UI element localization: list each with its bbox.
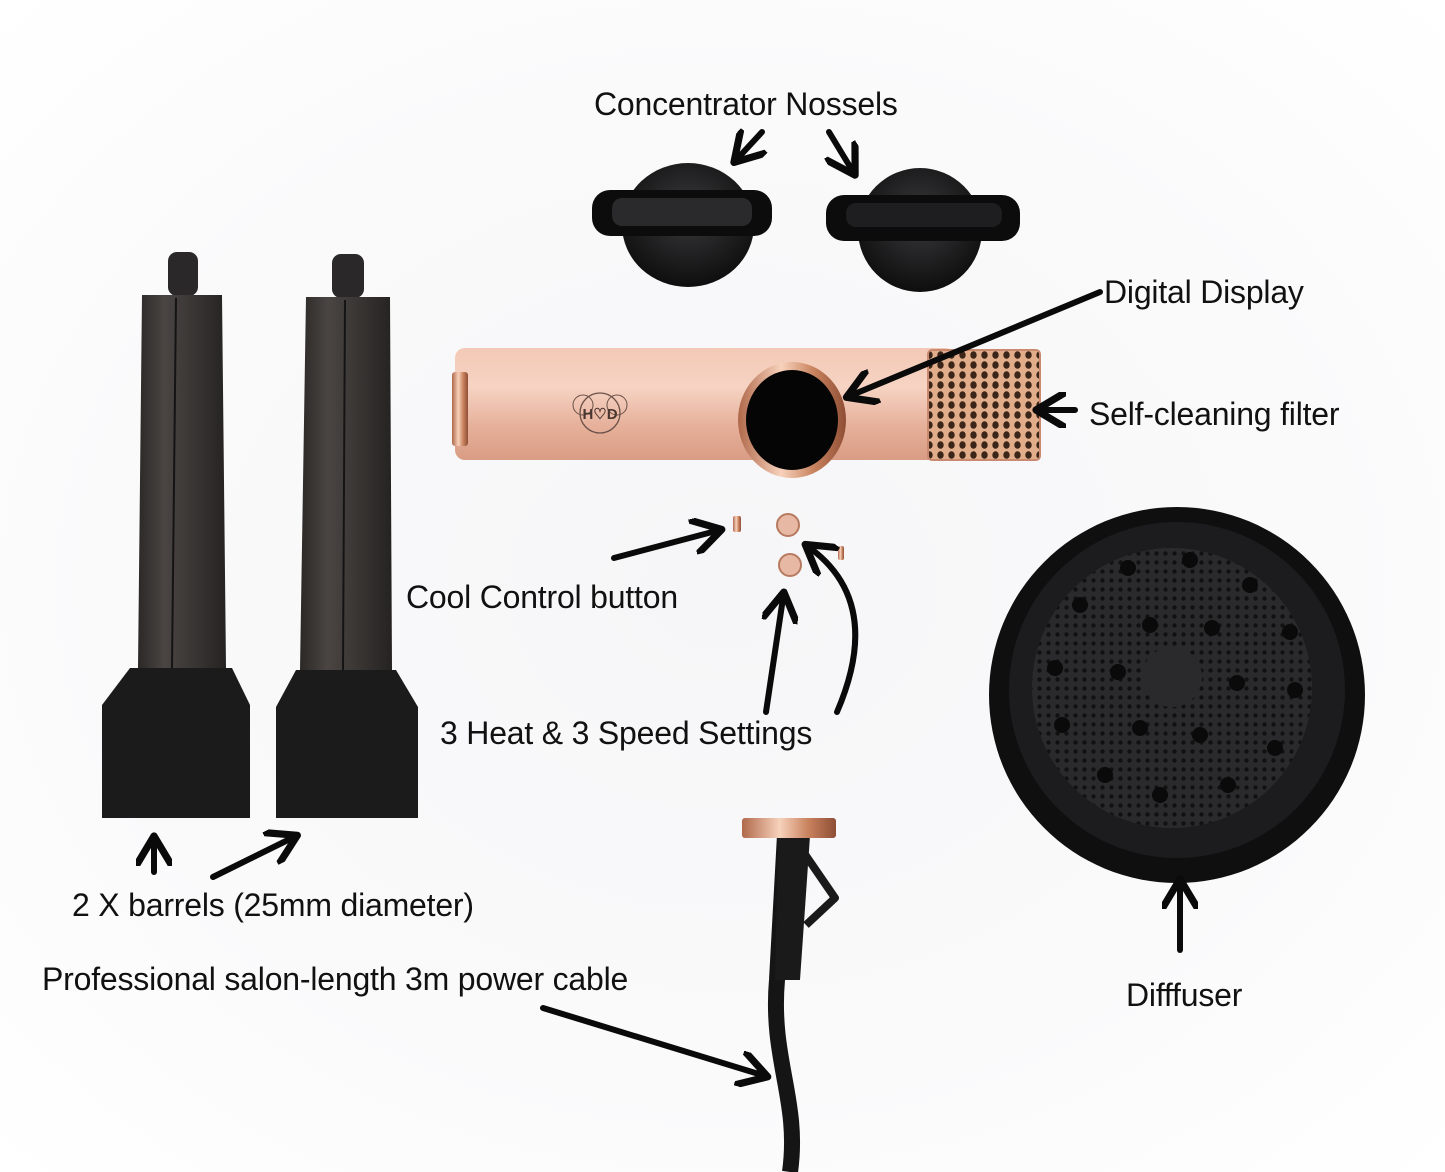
- curling-barrel-right: [276, 254, 418, 818]
- curling-barrel-left: [102, 252, 250, 818]
- arrow-nozzle-left: [738, 132, 762, 158]
- label-heat-speed-settings: 3 Heat & 3 Speed Settings: [440, 715, 813, 751]
- concentrator-nozzle-right: [826, 168, 1020, 292]
- label-concentrator-nozzles: Concentrator Nossels: [594, 86, 898, 122]
- label-self-cleaning-filter: Self-cleaning filter: [1089, 396, 1340, 432]
- concentrator-nozzle-left: [592, 163, 772, 287]
- label-cool-control-button: Cool Control button: [406, 579, 678, 615]
- arrow-settings-upper: [810, 548, 859, 715]
- arrow-digital-display: [852, 289, 1103, 395]
- diffuser: [989, 507, 1365, 883]
- arrow-nozzle-right: [829, 129, 852, 170]
- annotation-arrows: [154, 132, 1180, 1075]
- hair-dryer: H♡D: [452, 348, 1041, 1172]
- label-power-cable: Professional salon-length 3m power cable: [42, 961, 629, 997]
- arrow-cable: [540, 1005, 762, 1075]
- label-barrels: 2 X barrels (25mm diameter): [72, 887, 474, 923]
- brand-logo: H♡D: [582, 406, 617, 423]
- label-digital-display: Digital Display: [1104, 274, 1304, 310]
- arrow-barrel-right: [210, 838, 292, 880]
- label-diffuser: Difffuser: [1126, 977, 1243, 1013]
- arrow-cool-button: [611, 531, 716, 561]
- arrow-settings-lower: [766, 598, 783, 715]
